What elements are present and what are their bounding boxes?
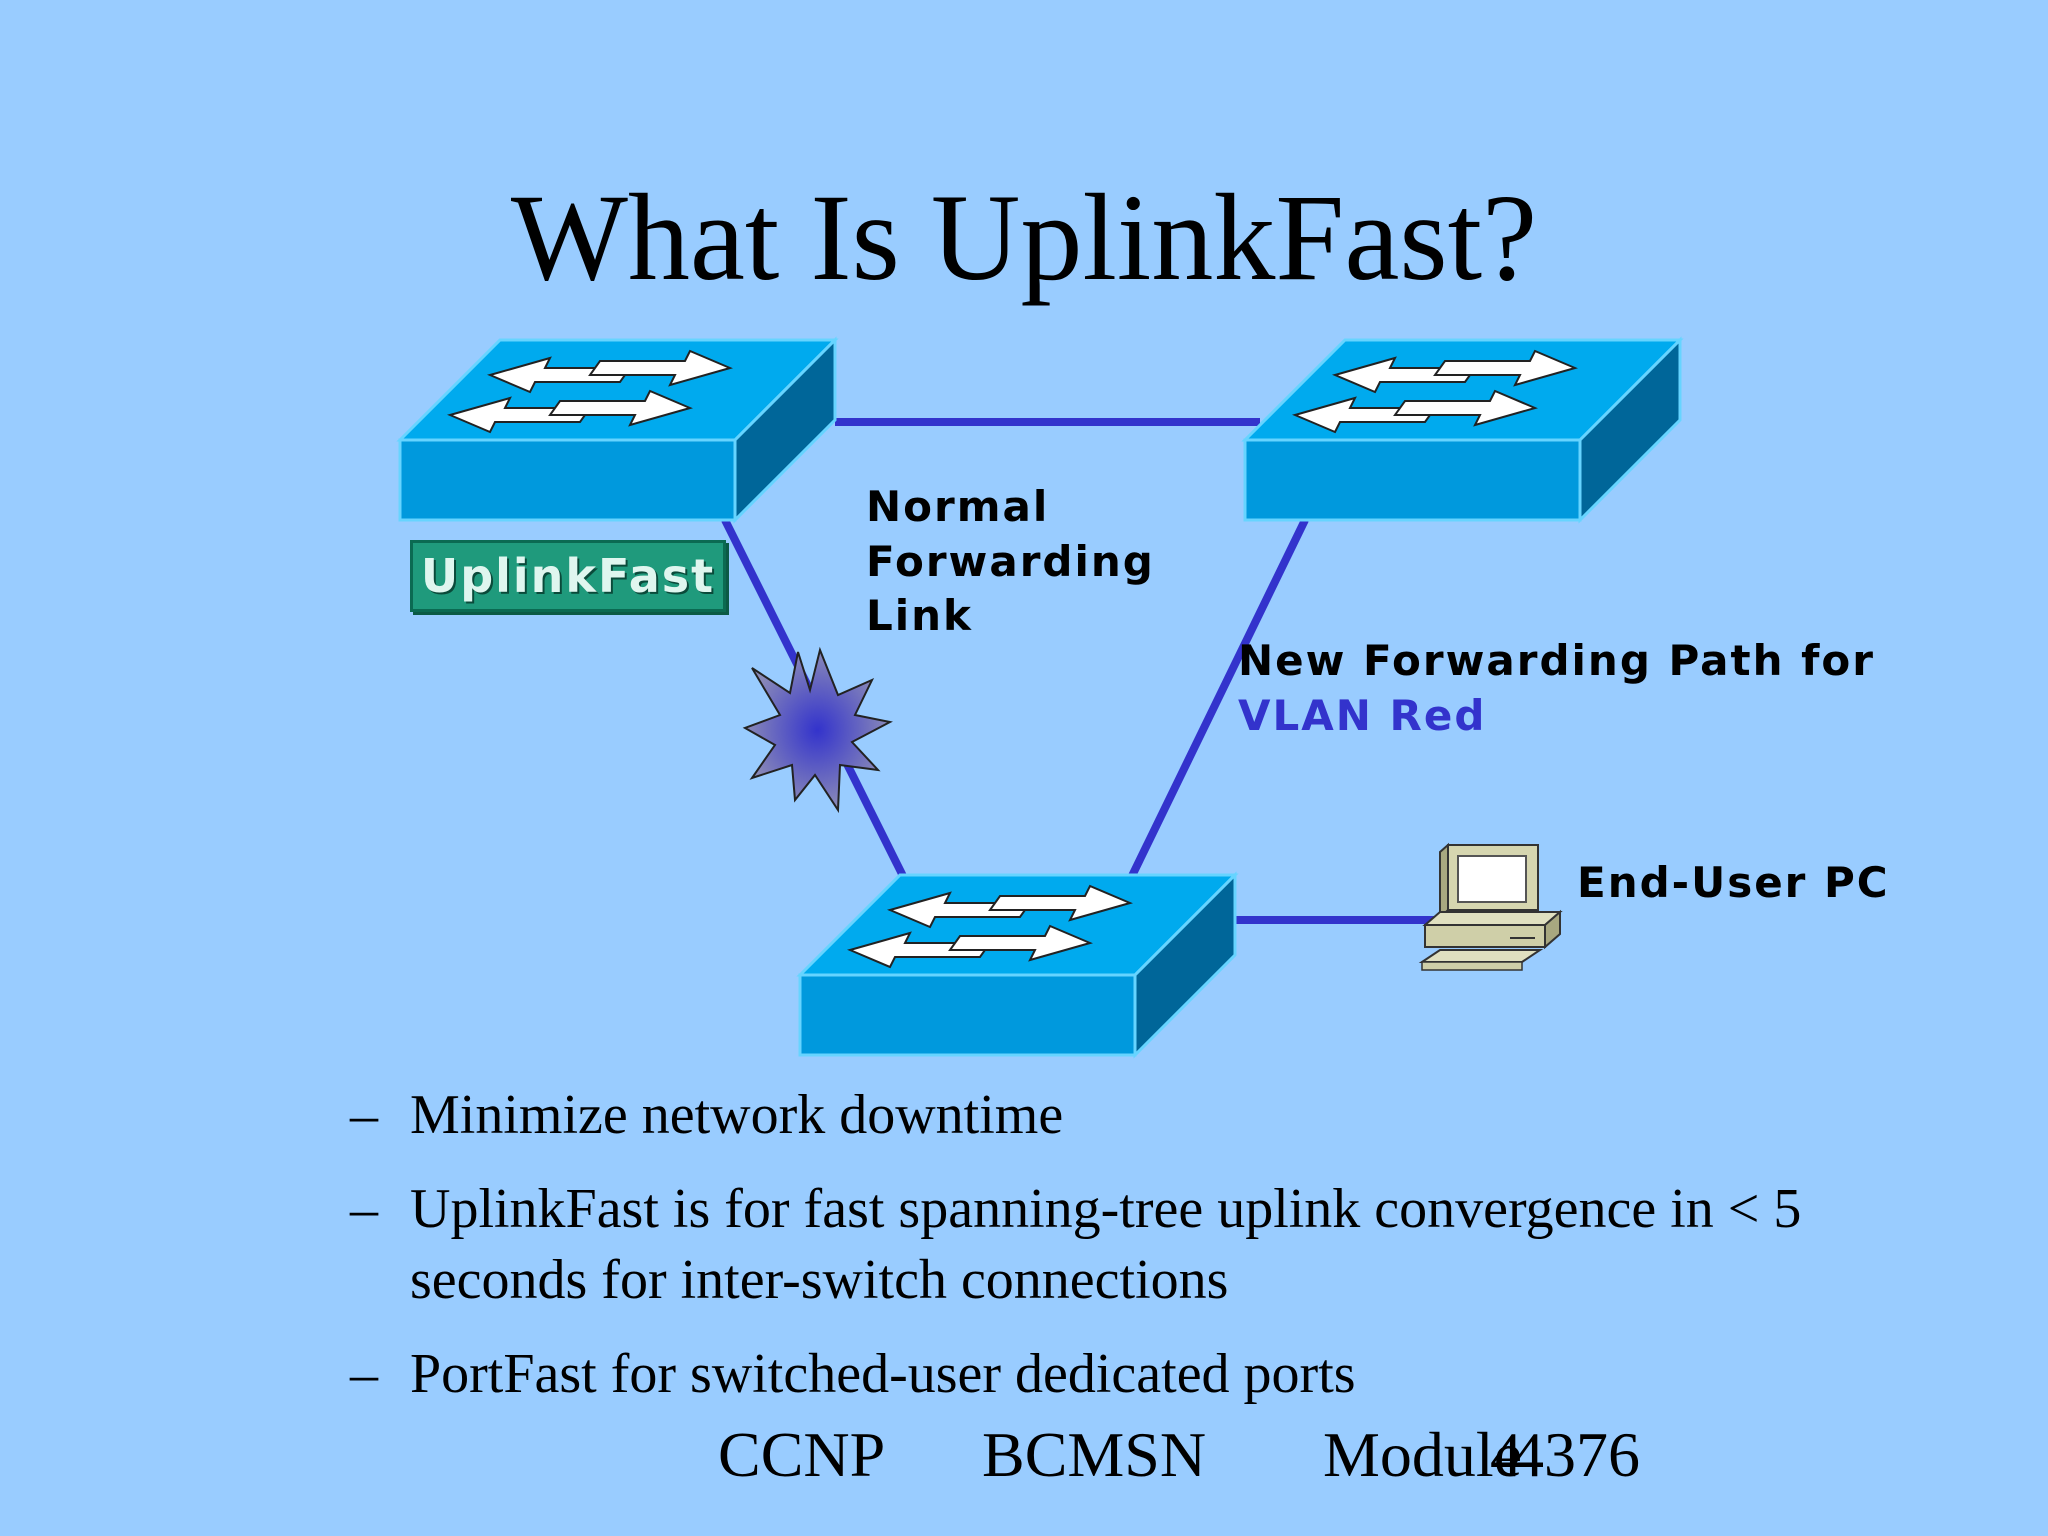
bullet-dash: – xyxy=(350,1084,378,1146)
normal-label-line-2: Forwarding xyxy=(866,536,1155,586)
bullet-dash: – xyxy=(350,1343,378,1406)
footer-module: Module xyxy=(1323,1419,1523,1490)
bullet-text: UplinkFast is for fast spanning-tree upl… xyxy=(410,1177,1802,1312)
link-right-new-path xyxy=(1126,518,1309,882)
footer-subject: BCMSN xyxy=(982,1419,1207,1490)
slide-title: What Is UplinkFast? xyxy=(510,169,1538,306)
normal-label-line-3: Link xyxy=(866,591,973,641)
bullet-item: – PortFast for switched-user dedicated p… xyxy=(350,1339,1850,1411)
footer-page-a: 4 xyxy=(1490,1419,1522,1490)
uplinkfast-badge: UplinkFast xyxy=(410,540,726,612)
bullet-text: Minimize network downtime xyxy=(410,1084,1064,1146)
footer-course: CCNP xyxy=(718,1419,886,1490)
bullet-dash: – xyxy=(350,1177,378,1240)
bullet-text: PortFast for switched-user dedicated por… xyxy=(410,1343,1356,1406)
link-failure-burst-icon xyxy=(742,646,893,814)
switch-icon-bottom xyxy=(798,873,1237,1057)
footer-page-b: 4376 xyxy=(1512,1419,1640,1490)
pc-icon xyxy=(1418,842,1563,971)
normal-label-line-1: Normal xyxy=(866,482,1050,531)
switch-icon-top-left xyxy=(398,338,837,522)
end-user-pc-label: End-User PC xyxy=(1577,858,1890,907)
new-path-text: New Forwarding Path for xyxy=(1238,636,1875,685)
bullet-item: – Minimize network downtime xyxy=(350,1080,1850,1152)
bullet-item: – UplinkFast is for fast spanning-tree u… xyxy=(350,1174,1850,1317)
vlan-red-label: VLAN Red xyxy=(1238,690,1487,740)
switch-icon-top-right xyxy=(1243,338,1682,522)
new-forwarding-path-label: New Forwarding Path for VLAN Red xyxy=(1238,634,1875,743)
normal-forwarding-link-label: Normal Forwarding Link xyxy=(866,480,1155,644)
bullet-list: – Minimize network downtime – UplinkFast… xyxy=(350,1080,1850,1433)
